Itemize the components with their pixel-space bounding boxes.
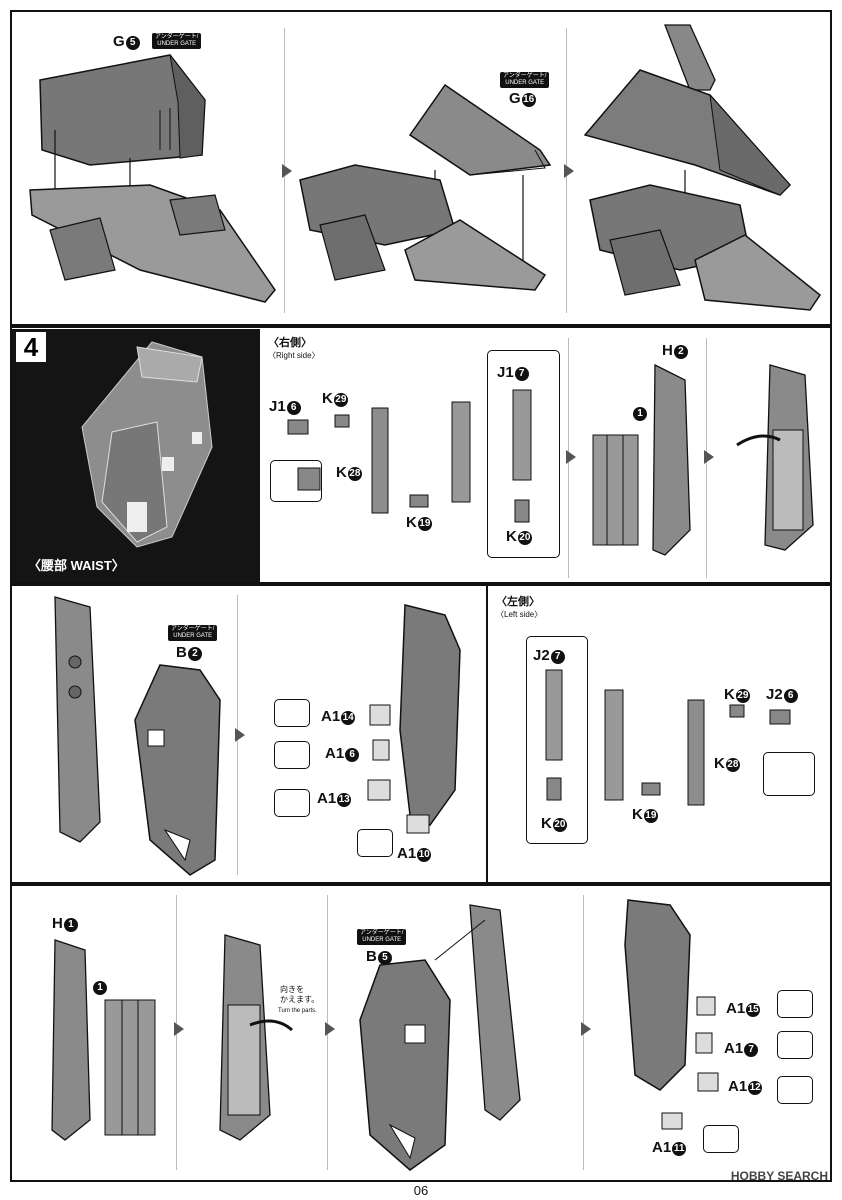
step-panel-row3: [10, 584, 832, 884]
under-gate-badge: アンダーゲート/UNDER GATE: [357, 929, 407, 945]
a112-hint-box: [777, 1076, 813, 1104]
turn-parts-label-jp: 向きを かえます。: [280, 985, 320, 1004]
b5-interior-drawing: [624, 899, 691, 1091]
a111-hint-box: [703, 1125, 739, 1153]
step-arrow-icon: [282, 164, 292, 178]
under-gate-badge: アンダーゲート/UNDER GATE: [500, 72, 550, 88]
j27-k20-drawing: [545, 669, 563, 801]
j17-k20-drawing: [512, 389, 532, 523]
step-arrow-icon: [566, 450, 576, 464]
step-marker-1: 1: [632, 404, 647, 421]
step-arrow-icon: [325, 1022, 335, 1036]
left-side-label-jp: 〈左側〉: [496, 596, 540, 608]
step-marker-1: 1: [92, 978, 107, 995]
h1-frame-drawing: [51, 939, 156, 1141]
step-arrow-icon: [564, 164, 574, 178]
front-armor-assembly-drawing: [299, 83, 552, 291]
a1-parts-drawing: [661, 996, 719, 1130]
right-side-label-en: 〈Right side〉: [268, 351, 320, 360]
left-side-label-en: 〈Left side〉: [496, 610, 543, 619]
step-arrow-icon: [704, 450, 714, 464]
step-panel-row1: [10, 10, 832, 326]
step-arrow-icon: [174, 1022, 184, 1036]
a16-hint-box: [274, 741, 310, 769]
a113-hint-box: [274, 789, 310, 817]
turn-parts-label-en: Turn the parts.: [278, 1008, 317, 1014]
step-arrow-icon: [235, 728, 245, 742]
frame-drawing-left: [54, 596, 101, 843]
step-arrow-icon: [581, 1022, 591, 1036]
step-panel-row4: [10, 884, 832, 1182]
right-side-label-jp: 〈右側〉: [268, 337, 312, 349]
waist-photo-image: [81, 341, 213, 548]
watermark: HOBBY SEARCH: [730, 1169, 828, 1183]
waist-armor-assembly-drawing: [29, 54, 276, 303]
b2-armor-drawing: [134, 664, 221, 876]
a114-hint-box: [274, 699, 310, 727]
under-gate-badge: アンダーゲート/UNDER GATE: [152, 33, 202, 49]
waist-title: 〈腰部 WAIST〉: [28, 558, 125, 573]
page-number: 06: [413, 1183, 429, 1198]
left-side-parts-drawing: [604, 689, 791, 806]
divider: [486, 584, 488, 884]
b5-armor-drawing: [359, 904, 521, 1171]
a17-hint-box: [777, 1031, 813, 1059]
step-panel-row2: [10, 326, 832, 584]
h2-frame-drawing: [592, 363, 691, 556]
b2-interior-drawing: [367, 604, 461, 834]
waist-photo: 4 〈腰部 WAIST〉: [12, 329, 260, 582]
a115-hint-box: [777, 990, 813, 1018]
j26-detail-box: [763, 752, 815, 796]
h2-assembled-drawing: [736, 364, 814, 551]
completed-waist-drawing: [583, 24, 822, 311]
h1-assembled-drawing: [219, 934, 293, 1141]
step-number: 4: [16, 332, 46, 362]
under-gate-badge: アンダーゲート/UNDER GATE: [168, 625, 218, 641]
right-side-parts-drawing: [287, 401, 471, 514]
a110-hint-box: [357, 829, 393, 857]
